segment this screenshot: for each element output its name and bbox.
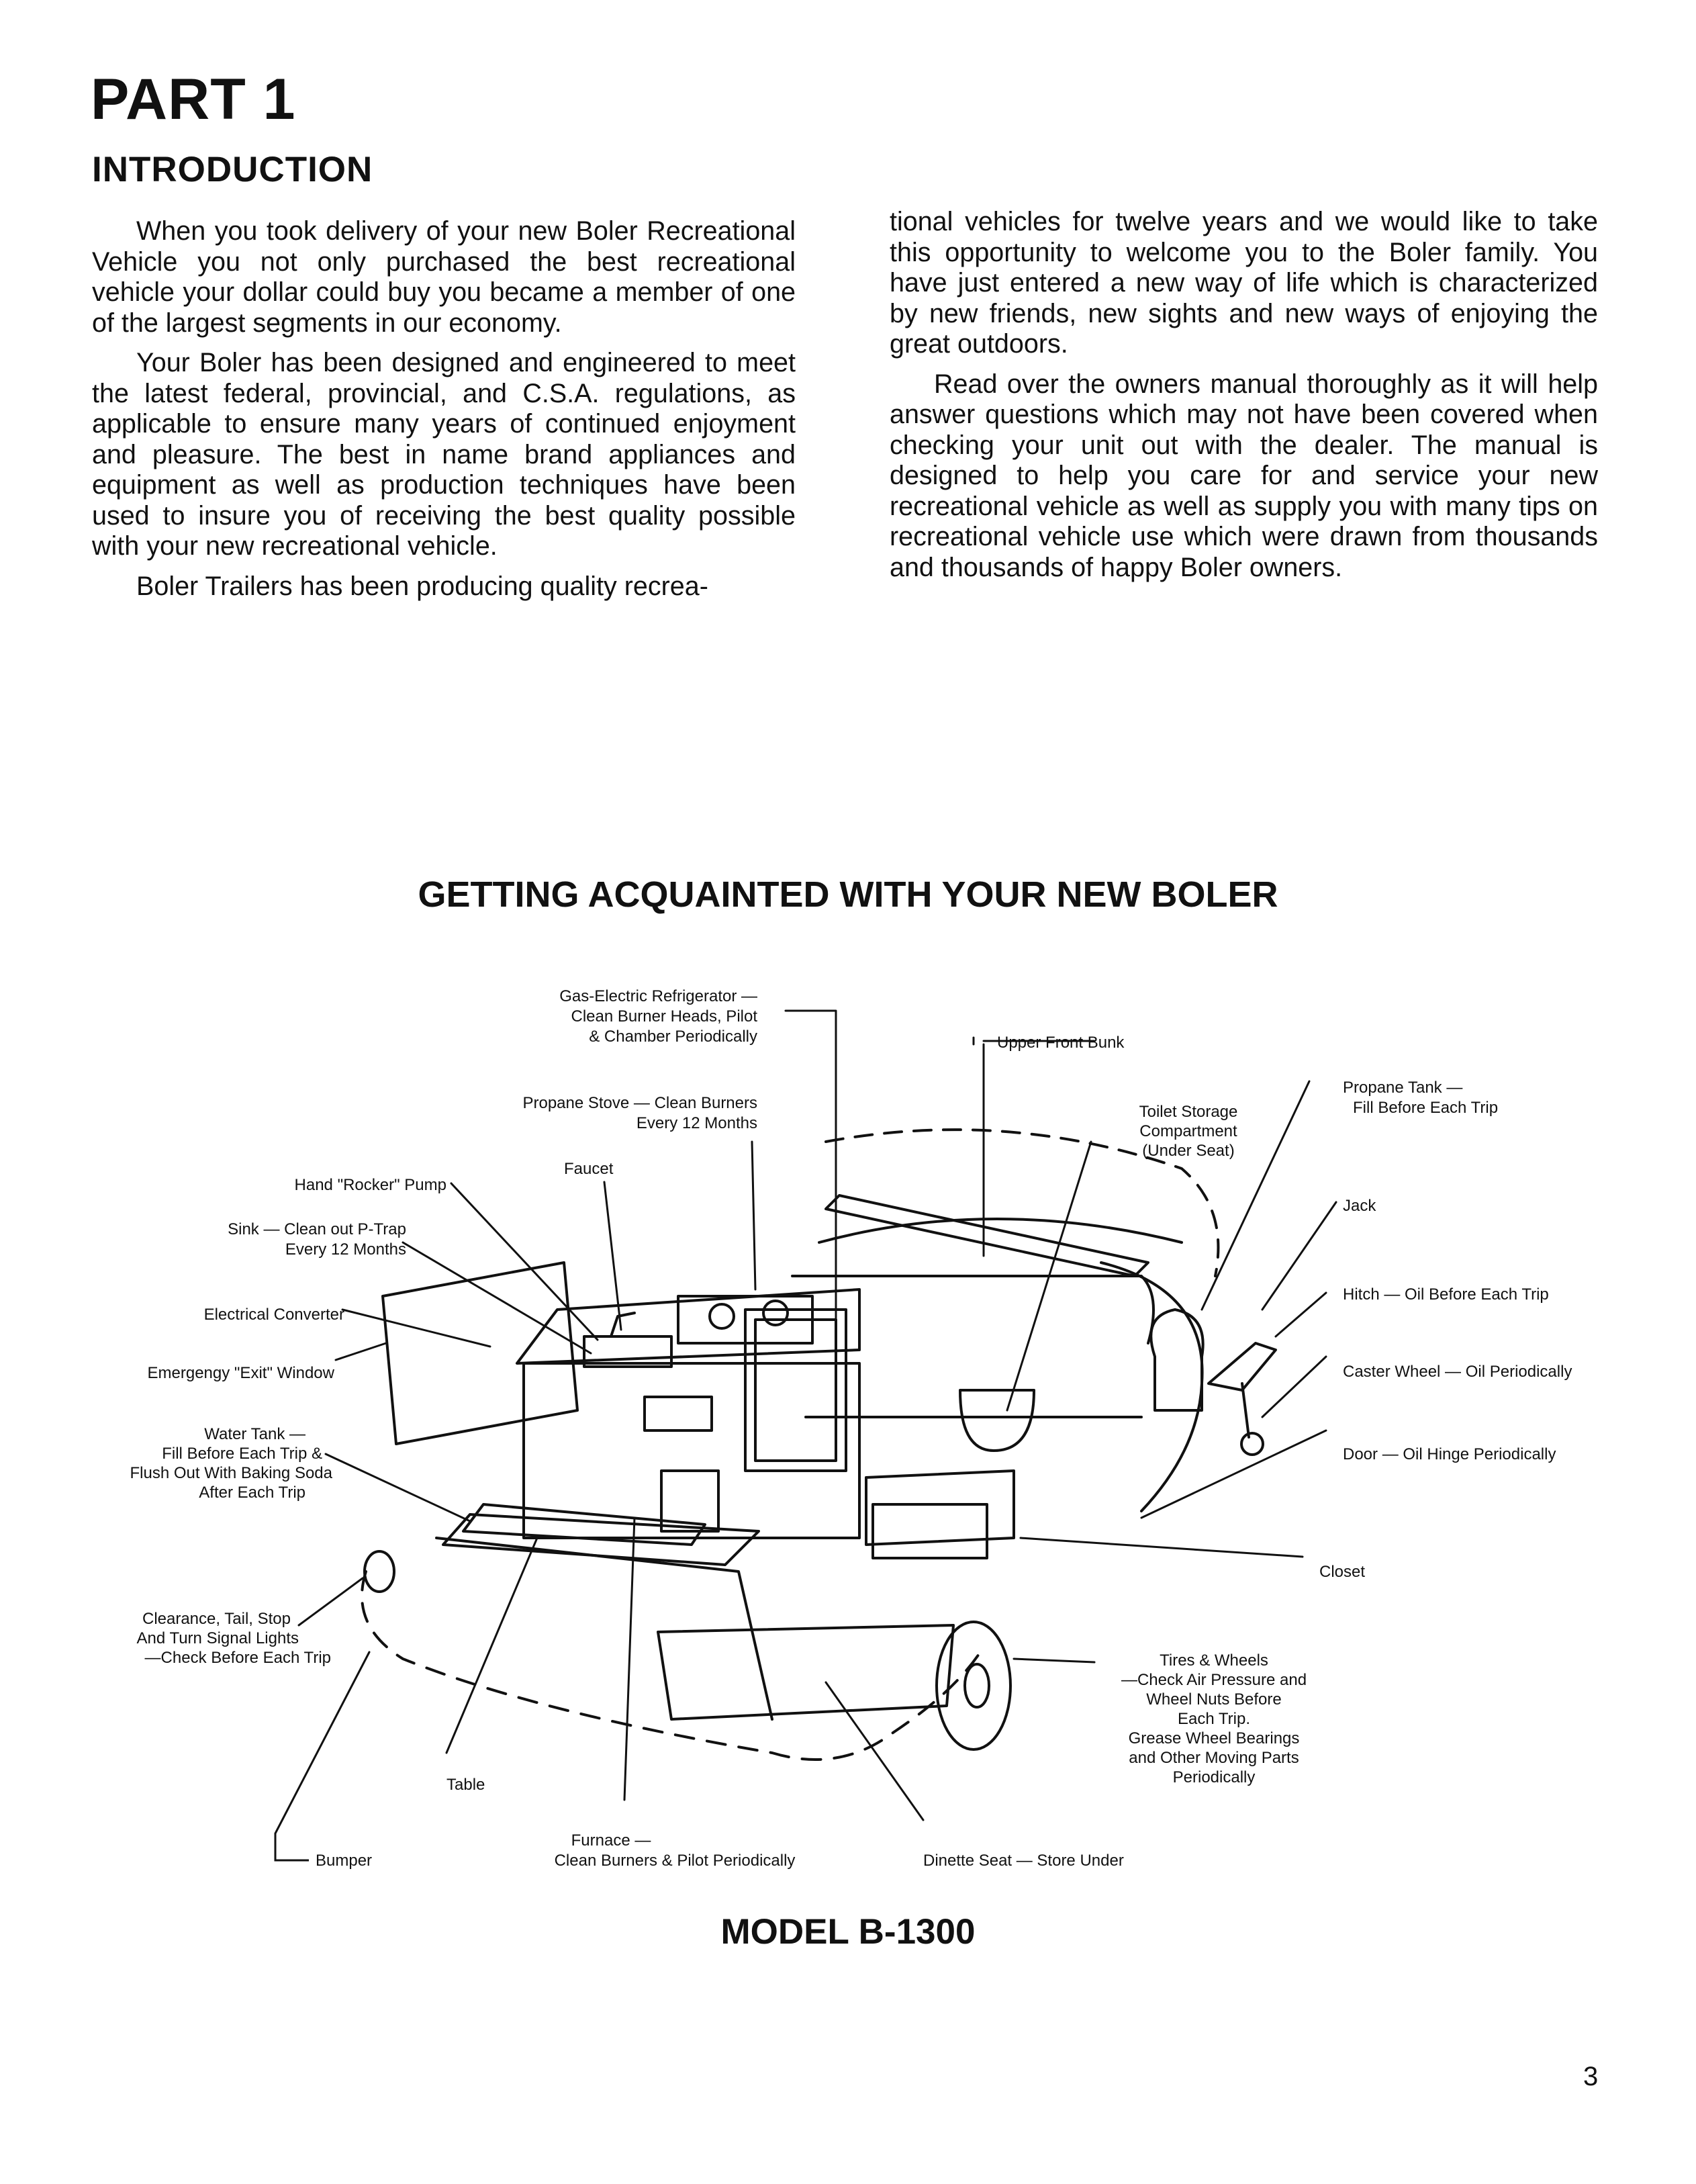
sink-basin xyxy=(583,1335,673,1368)
water-tank xyxy=(462,1503,706,1546)
label-door: Door — Oil Hinge Periodically xyxy=(1343,1445,1556,1463)
trailer-wheel xyxy=(935,1621,1012,1751)
label-dinette: Dinette Seat — Store Under xyxy=(923,1852,1124,1870)
intro-paragraph: Read over the owners manual thoroughly a… xyxy=(890,369,1598,582)
section-heading: INTRODUCTION xyxy=(92,150,373,189)
label-water-tank: Water Tank —Fill Before Each Trip &Flush… xyxy=(130,1425,333,1502)
propane-tank xyxy=(1149,1308,1205,1412)
trailer-side-outline xyxy=(435,1537,773,1721)
dinette-seat xyxy=(657,1624,955,1721)
intro-left-column: When you took delivery of your new Boler… xyxy=(92,216,796,611)
stove-burner xyxy=(708,1303,735,1330)
part-heading: PART 1 xyxy=(91,67,296,132)
converter-panel xyxy=(643,1396,713,1432)
label-hitch: Hitch — Oil Before Each Trip xyxy=(1343,1285,1549,1304)
caster-post xyxy=(1241,1382,1250,1439)
label-bumper: Bumper xyxy=(316,1852,372,1870)
caster-wheel xyxy=(1240,1432,1264,1456)
furnace-grille xyxy=(660,1469,720,1533)
hitch-tongue xyxy=(1207,1342,1277,1392)
refrigerator-inner xyxy=(754,1318,837,1462)
label-refrigerator: Gas-Electric Refrigerator —Clean Burner … xyxy=(559,987,757,1046)
wheel-hub xyxy=(963,1663,990,1709)
stove-burner xyxy=(762,1300,789,1326)
closet-box xyxy=(865,1469,1015,1546)
trailer-shell xyxy=(825,1128,1220,1277)
page-number: 3 xyxy=(1583,2062,1599,2091)
tail-light xyxy=(363,1550,395,1593)
intro-paragraph: When you took delivery of your new Boler… xyxy=(92,216,796,338)
intro-right-column: tional vehicles for twelve years and we … xyxy=(890,207,1598,592)
label-faucet: Faucet xyxy=(564,1160,614,1178)
front-seat-box xyxy=(871,1503,988,1559)
trailer-rear-outline xyxy=(361,1570,982,1761)
label-furnace: Furnace —Clean Burners & Pilot Periodica… xyxy=(555,1831,796,1870)
label-propane-tank: Propane Tank —Fill Before Each Trip xyxy=(1343,1079,1498,1117)
refrigerator-door xyxy=(744,1308,847,1472)
label-closet: Closet xyxy=(1319,1563,1365,1581)
exit-window-frame xyxy=(381,1261,579,1445)
intro-paragraph: tional vehicles for twelve years and we … xyxy=(890,207,1598,359)
table-top xyxy=(442,1513,760,1566)
label-exit-window: Emergengy "Exit" Window xyxy=(148,1364,335,1382)
stove-top xyxy=(677,1295,814,1345)
model-title: MODEL B-1300 xyxy=(720,1912,976,1952)
label-pump: Hand "Rocker" Pump xyxy=(295,1176,446,1194)
galley-cabinet xyxy=(522,1362,861,1539)
intro-paragraph: Your Boler has been designed and enginee… xyxy=(92,348,796,561)
intro-paragraph: Boler Trailers has been producing qualit… xyxy=(136,571,708,601)
label-table: Table xyxy=(446,1776,485,1794)
faucet-spout xyxy=(610,1312,636,1338)
label-caster: Caster Wheel — Oil Periodically xyxy=(1343,1363,1572,1381)
toilet-bowl xyxy=(959,1389,1035,1452)
diagram-title: GETTING ACQUAINTED WITH YOUR NEW BOLER xyxy=(418,874,1278,915)
label-upper-bunk: Upper Front Bunk xyxy=(997,1034,1125,1052)
label-jack: Jack xyxy=(1343,1197,1376,1215)
label-converter: Electrical Converter xyxy=(204,1306,344,1324)
trailer-roof-line xyxy=(818,1218,1183,1244)
upper-bunk-panel xyxy=(825,1194,1149,1277)
